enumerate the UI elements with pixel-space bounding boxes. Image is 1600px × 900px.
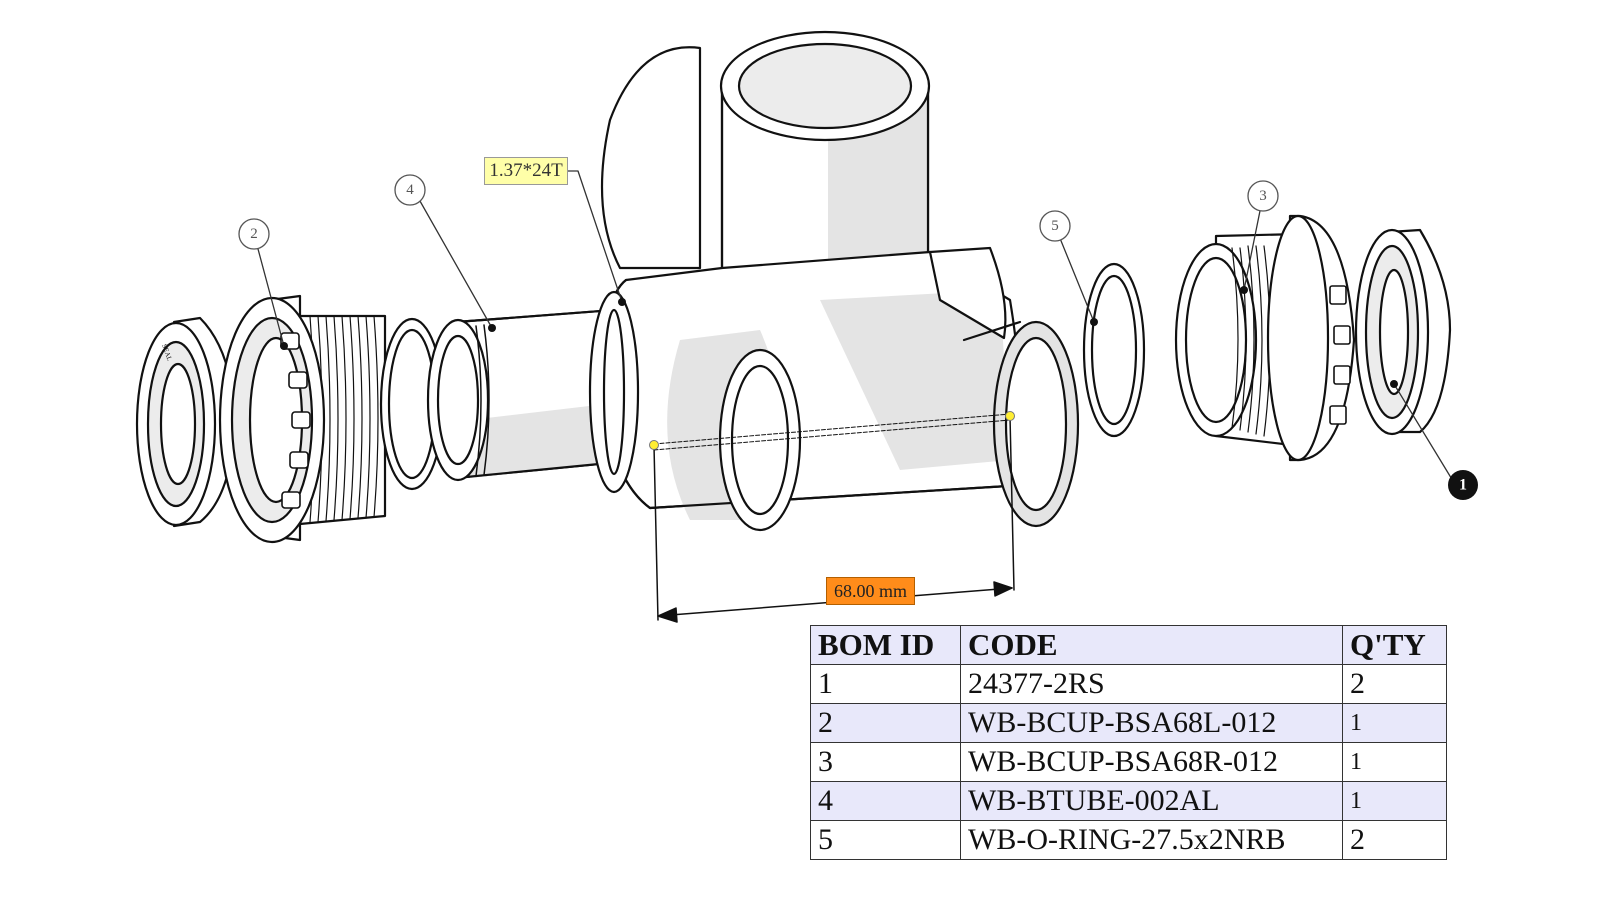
bom-header-row: BOM ID CODE Q'TY [810, 625, 1447, 665]
bom-header-id: BOM ID [810, 625, 961, 665]
callout-label-3: 3 [1259, 188, 1267, 204]
bom-cell-id: 5 [810, 820, 961, 860]
callout-balloon-5: 5 [1039, 210, 1071, 242]
bom-row: 2 WB-BCUP-BSA68L-012 1 [810, 703, 1447, 743]
callout-balloon-1: 1 [1448, 470, 1478, 500]
bom-cell-code: WB-BCUP-BSA68R-012 [960, 742, 1343, 782]
bom-header-code: CODE [960, 625, 1343, 665]
bom-row: 4 WB-BTUBE-002AL 1 [810, 781, 1447, 821]
bom-table: BOM ID CODE Q'TY 1 24377-2RS 2 2 WB-BCUP… [810, 625, 1447, 860]
bom-cell-code: WB-O-RING-27.5x2NRB [960, 820, 1343, 860]
bom-cell-id: 3 [810, 742, 961, 782]
callout-balloon-3: 3 [1247, 180, 1279, 212]
bom-cell-qty: 2 [1342, 664, 1447, 704]
callout-leaders [253, 170, 1454, 482]
bom-header-qty: Q'TY [1342, 625, 1447, 665]
bom-row: 1 24377-2RS 2 [810, 664, 1447, 704]
frame-shell [588, 30, 1080, 532]
callout-label-4: 4 [406, 182, 414, 198]
callout-label-2: 2 [250, 226, 258, 242]
bom-cell-id: 2 [810, 703, 961, 743]
callout-balloon-2: 2 [238, 218, 270, 250]
bore-centerline [653, 413, 1011, 451]
left-o-ring [379, 317, 445, 491]
bom-cell-id: 1 [810, 664, 961, 704]
left-cup [218, 294, 387, 544]
dimension-label: 68.00 mm [826, 577, 915, 605]
bom-cell-code: WB-BTUBE-002AL [960, 781, 1343, 821]
bom-cell-qty: 1 [1342, 781, 1447, 821]
right-cup [1174, 214, 1356, 462]
thread-spec-label: 1.37*24T [484, 157, 568, 185]
bom-cell-qty: 1 [1342, 742, 1447, 782]
bom-row: 5 WB-O-RING-27.5x2NRB 2 [810, 820, 1447, 860]
left-bearing: SEAL [135, 316, 237, 528]
bom-cell-qty: 2 [1342, 820, 1447, 860]
bom-row: 3 WB-BCUP-BSA68R-012 1 [810, 742, 1447, 782]
callout-balloon-4: 4 [394, 174, 426, 206]
bom-cell-id: 4 [810, 781, 961, 821]
right-bearing [1354, 228, 1452, 436]
bom-cell-qty: 1 [1342, 703, 1447, 743]
callout-label-5: 5 [1051, 218, 1059, 234]
bom-cell-code: 24377-2RS [960, 664, 1343, 704]
bom-cell-code: WB-BCUP-BSA68L-012 [960, 703, 1343, 743]
callout-label-1: 1 [1459, 477, 1467, 494]
right-o-ring [1082, 262, 1146, 438]
